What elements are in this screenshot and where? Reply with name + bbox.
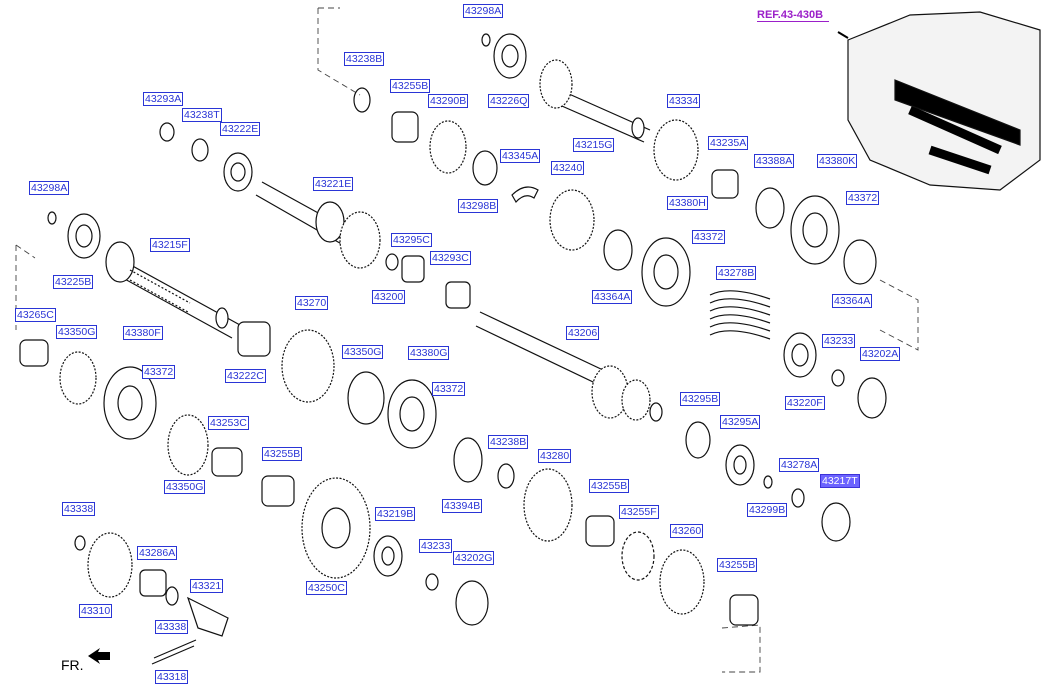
part-label[interactable]: 43202A (860, 347, 901, 361)
part-label[interactable]: 43321 (190, 579, 224, 593)
part-label[interactable]: 43364A (592, 290, 633, 304)
part-label[interactable]: 43255B (717, 558, 758, 572)
part-label[interactable]: 43293C (430, 251, 471, 265)
part-label[interactable]: 43298A (29, 181, 70, 195)
part-label[interactable]: 43219B (375, 507, 416, 521)
part-label[interactable]: 43372 (142, 365, 176, 379)
part-label[interactable]: 43225B (53, 275, 94, 289)
part-label[interactable]: 43380H (667, 196, 708, 210)
part-label[interactable]: 43238B (344, 52, 385, 66)
part-label[interactable]: 43278B (716, 266, 757, 280)
part-label[interactable]: 43235A (708, 136, 749, 150)
part-label[interactable]: 43298A (463, 4, 504, 18)
part-label[interactable]: 43240 (551, 161, 585, 175)
part-label[interactable]: 43222C (225, 369, 266, 383)
part-label[interactable]: 43380K (817, 154, 858, 168)
part-label[interactable]: 43338 (62, 502, 96, 516)
part-label[interactable]: 43200 (372, 290, 406, 304)
part-label[interactable]: 43380G (408, 346, 450, 360)
part-label[interactable]: 43350G (56, 325, 98, 339)
part-label[interactable]: 43255B (262, 447, 303, 461)
part-label[interactable]: 43202G (453, 551, 495, 565)
part-label[interactable]: 43295A (720, 415, 761, 429)
part-label[interactable]: 43290B (428, 94, 469, 108)
part-label[interactable]: 43286A (137, 546, 178, 560)
part-label[interactable]: 43217T (820, 474, 860, 488)
part-label[interactable]: 43255B (390, 79, 431, 93)
part-label[interactable]: 43364A (832, 294, 873, 308)
part-label[interactable]: 43215G (573, 138, 615, 152)
front-orientation-label: FR. (61, 657, 84, 673)
part-label[interactable]: 43265C (15, 308, 56, 322)
reference-link[interactable]: REF.43-430B (757, 9, 830, 22)
part-label[interactable]: 43394B (442, 499, 483, 513)
part-label[interactable]: 43250C (306, 581, 347, 595)
part-label[interactable]: 43310 (79, 604, 113, 618)
part-label[interactable]: 43338 (155, 620, 189, 634)
part-label[interactable]: 43345A (500, 149, 541, 163)
part-label[interactable]: 43388A (754, 154, 795, 168)
part-label[interactable]: 43260 (670, 524, 704, 538)
part-label[interactable]: 43255F (619, 505, 659, 519)
part-label[interactable]: 43278A (779, 458, 820, 472)
part-label[interactable]: 43372 (432, 382, 466, 396)
part-label[interactable]: 43238B (488, 435, 529, 449)
part-label[interactable]: 43372 (846, 191, 880, 205)
part-label[interactable]: 43270 (295, 296, 329, 310)
part-label[interactable]: 43206 (566, 326, 600, 340)
part-label[interactable]: 43233 (419, 539, 453, 553)
part-label[interactable]: 43295B (680, 392, 721, 406)
part-label[interactable]: 43221E (313, 177, 354, 191)
part-label[interactable]: 43280 (538, 449, 572, 463)
part-label[interactable]: 43255B (589, 479, 630, 493)
part-label[interactable]: 43380F (123, 326, 163, 340)
part-label[interactable]: 43295C (391, 233, 432, 247)
part-label[interactable]: 43226Q (488, 94, 530, 108)
part-label[interactable]: 43253C (208, 416, 249, 430)
part-label[interactable]: 43220F (785, 396, 825, 410)
part-label[interactable]: 43233 (822, 334, 856, 348)
part-label[interactable]: 43215F (150, 238, 190, 252)
part-label[interactable]: 43350G (164, 480, 206, 494)
part-label[interactable]: 43350G (342, 345, 384, 359)
front-arrow-icon (88, 648, 110, 664)
part-label[interactable]: 43298B (458, 199, 499, 213)
part-label[interactable]: 43222E (220, 122, 261, 136)
part-label[interactable]: 43293A (143, 92, 184, 106)
part-label[interactable]: 43238T (182, 108, 222, 122)
part-label[interactable]: 43372 (692, 230, 726, 244)
part-label[interactable]: 43299B (747, 503, 788, 517)
part-label[interactable]: 43318 (155, 670, 189, 684)
part-label[interactable]: 43334 (667, 94, 701, 108)
